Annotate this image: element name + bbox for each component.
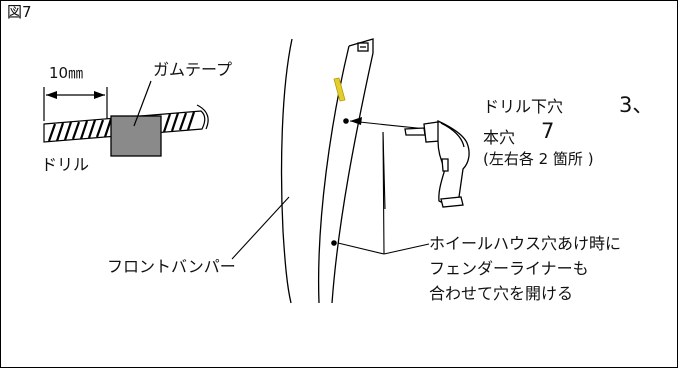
drill-base (440, 196, 464, 208)
drill-ridge (440, 122, 465, 148)
drill-chuck (404, 127, 426, 136)
instruction-leader (383, 243, 430, 255)
pilot-hole-value: 3、 (619, 93, 654, 117)
gum-tape (110, 115, 162, 157)
drill-direction-arrow (350, 117, 362, 125)
instruction-leader-vertical (382, 131, 385, 255)
instruction-line-3: 合わせて穴を開ける (429, 284, 574, 303)
drill-bit-end (196, 104, 209, 130)
figure-number: 図7 (7, 3, 32, 21)
hole-count-note: (左右各 2 箇所 ) (483, 150, 594, 168)
hole-upper (343, 118, 349, 124)
tape-leader (133, 80, 152, 127)
bumper-outline (280, 38, 293, 304)
instruction-line-1: ホイールハウス穴あけ時に (429, 234, 622, 253)
drill-trigger (441, 158, 449, 172)
hole-lower (331, 240, 337, 246)
bumper-label: フロントバンパー (107, 257, 236, 276)
fender-profile (318, 38, 374, 304)
panel-top-lip (348, 38, 374, 53)
dimension-label: 10㎜ (49, 64, 84, 82)
bumper-leader (231, 196, 290, 260)
gum-tape-label: ガムテープ (153, 60, 233, 79)
drill-direction-line (349, 120, 427, 130)
dimension-arrow-left (46, 91, 57, 99)
panel-clip (357, 42, 369, 52)
hole-leaders (337, 117, 430, 255)
dimension-arrow-right (94, 91, 105, 99)
instruction-line-2: フェンダーライナーも (429, 259, 589, 278)
panel-edge-inner (331, 52, 374, 304)
drill-label: ドリル (41, 155, 90, 174)
drill-detail (43, 80, 209, 157)
yellow-marker (333, 77, 346, 102)
main-hole-label: 本穴 (483, 128, 516, 147)
drill-bit-flutes (47, 111, 196, 142)
panel-edge-outer (318, 45, 350, 304)
pilot-hole-label: ドリル下穴 (483, 97, 564, 116)
main-hole-value: 7 (541, 119, 555, 143)
hand-drill (404, 119, 470, 208)
lower-hole-leader (337, 242, 385, 255)
bumper (231, 38, 293, 304)
